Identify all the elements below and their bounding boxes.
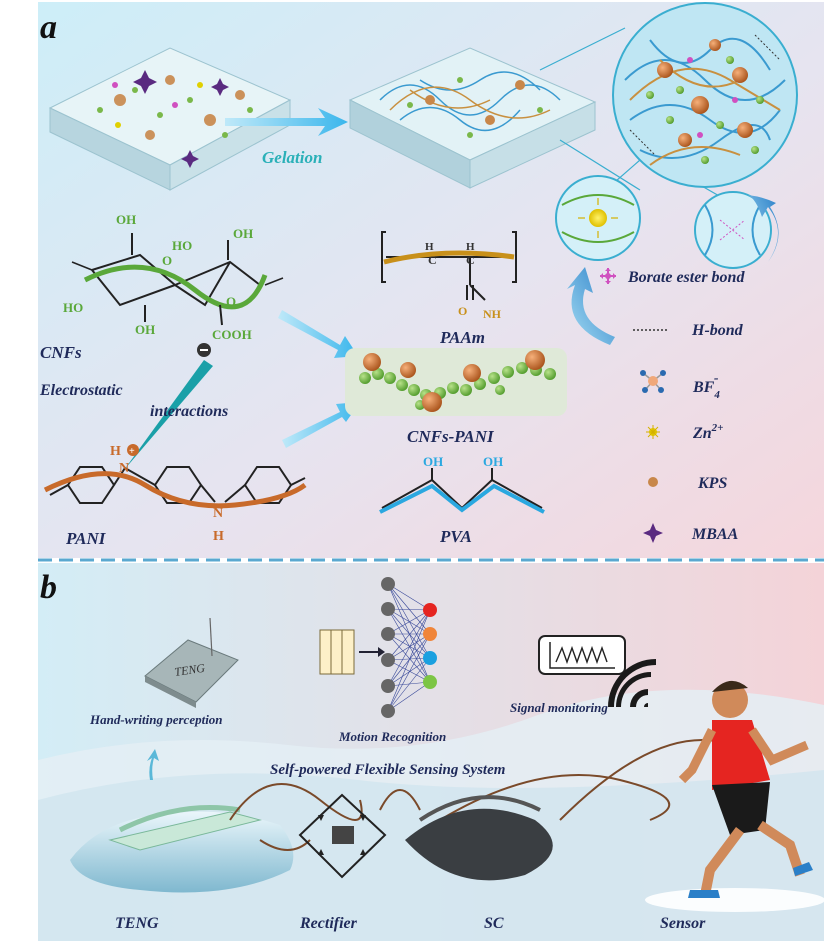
wifi-icon bbox=[608, 659, 656, 707]
gelation-arrow bbox=[225, 108, 348, 136]
teng-pad: TENG bbox=[144, 617, 239, 708]
teng-pad-text: TENG bbox=[173, 661, 206, 679]
pva-oh-1: OH bbox=[423, 454, 443, 469]
cnf-ho-2: HO bbox=[172, 238, 192, 253]
paam-c1: C bbox=[428, 253, 437, 267]
borate-ester-icon bbox=[600, 268, 616, 284]
panel-a-letter: a bbox=[40, 9, 57, 46]
gel-cube bbox=[348, 47, 597, 189]
legend-bf4-label: BF4- bbox=[692, 371, 720, 401]
handwriting-label: Hand-writing perception bbox=[89, 712, 223, 727]
cnf-oh-bottom: OH bbox=[135, 322, 155, 337]
zn-icon bbox=[646, 425, 660, 439]
iceberg-teng bbox=[70, 805, 294, 893]
paam-nh2: NH bbox=[483, 307, 502, 321]
cnf-ho-1: HO bbox=[63, 300, 83, 315]
zn-zoom-circle bbox=[555, 175, 641, 261]
panel-b-letter: b bbox=[40, 569, 57, 606]
supercapacitor bbox=[405, 795, 553, 881]
cnf-oh-mid: OH bbox=[233, 226, 253, 241]
component-label-sc: SC bbox=[484, 915, 504, 932]
cnfs-pani-composite bbox=[345, 348, 567, 416]
rectifier bbox=[298, 793, 387, 879]
neural-network bbox=[319, 577, 437, 718]
legend: Borate ester bond H-bond BF4- Zn2+ KPS M… bbox=[600, 268, 745, 543]
pva-structure bbox=[379, 468, 545, 514]
paam-label: PAAm bbox=[439, 328, 485, 347]
legend-borate-label: Borate ester bond bbox=[627, 269, 745, 286]
legend-zn-label: Zn2+ bbox=[692, 422, 723, 442]
paam-h: H bbox=[466, 241, 475, 253]
curved-arrow-top bbox=[748, 195, 779, 262]
component-label-teng: TENG bbox=[115, 915, 159, 932]
pani-n2: N bbox=[213, 506, 223, 521]
bf4-icon bbox=[640, 370, 666, 393]
runner-figure bbox=[645, 680, 825, 912]
cnf-oh-top: OH bbox=[116, 212, 136, 227]
cnf-o-ring-2: O bbox=[226, 294, 236, 309]
pani-n1: N bbox=[119, 461, 129, 476]
pani-label: PANI bbox=[65, 529, 107, 548]
network-zoom-circle bbox=[612, 2, 798, 188]
motion-label: Motion Recognition bbox=[338, 729, 446, 744]
system-title: Self-powered Flexible Sensing System bbox=[270, 762, 505, 778]
pani-to-composite-arrow bbox=[282, 402, 360, 448]
cnf-o-ring: O bbox=[162, 253, 172, 268]
kps-icon bbox=[648, 477, 658, 487]
component-label-rectifier: Rectifier bbox=[299, 915, 358, 932]
electrostatic-label-1: Electrostatic bbox=[39, 382, 123, 399]
paam-o: O bbox=[458, 304, 467, 318]
pani-structure: + bbox=[43, 444, 307, 509]
pva-oh-2: OH bbox=[483, 454, 503, 469]
signal-label: Signal monitoring bbox=[510, 700, 608, 715]
legend-kps-label: KPS bbox=[697, 475, 727, 492]
electrostatic-label-2: interactions bbox=[150, 403, 228, 420]
paam-structure bbox=[381, 231, 517, 301]
curved-arrow-left bbox=[567, 267, 615, 345]
legend-mbaa-label: MBAA bbox=[691, 526, 739, 543]
legend-hbond-label: H-bond bbox=[691, 322, 744, 339]
borate-zoom-circle bbox=[694, 191, 772, 269]
wires bbox=[229, 739, 761, 851]
cnfs-label: CNFs bbox=[40, 343, 82, 362]
paam-h2: H bbox=[425, 241, 434, 253]
pani-h2: H bbox=[213, 529, 224, 544]
gelation-label: Gelation bbox=[262, 148, 322, 167]
cnf-structure bbox=[71, 233, 284, 326]
cnf-cooh: COOH bbox=[212, 327, 252, 342]
signal-monitor-icon bbox=[538, 635, 626, 675]
up-arrow bbox=[147, 749, 159, 780]
mbaa-icon bbox=[643, 523, 663, 543]
pani-h-plus: H bbox=[110, 444, 121, 459]
cnfs-pani-label: CNFs-PANI bbox=[407, 427, 495, 446]
svg-text:+: + bbox=[129, 446, 135, 457]
electrostatic-wedge bbox=[124, 343, 213, 470]
paam-c2: C bbox=[466, 253, 475, 267]
cnf-to-composite-arrow bbox=[278, 310, 358, 358]
component-label-sensor: Sensor bbox=[660, 915, 706, 932]
pva-label: PVA bbox=[439, 527, 472, 546]
pregel-cube bbox=[48, 47, 292, 191]
